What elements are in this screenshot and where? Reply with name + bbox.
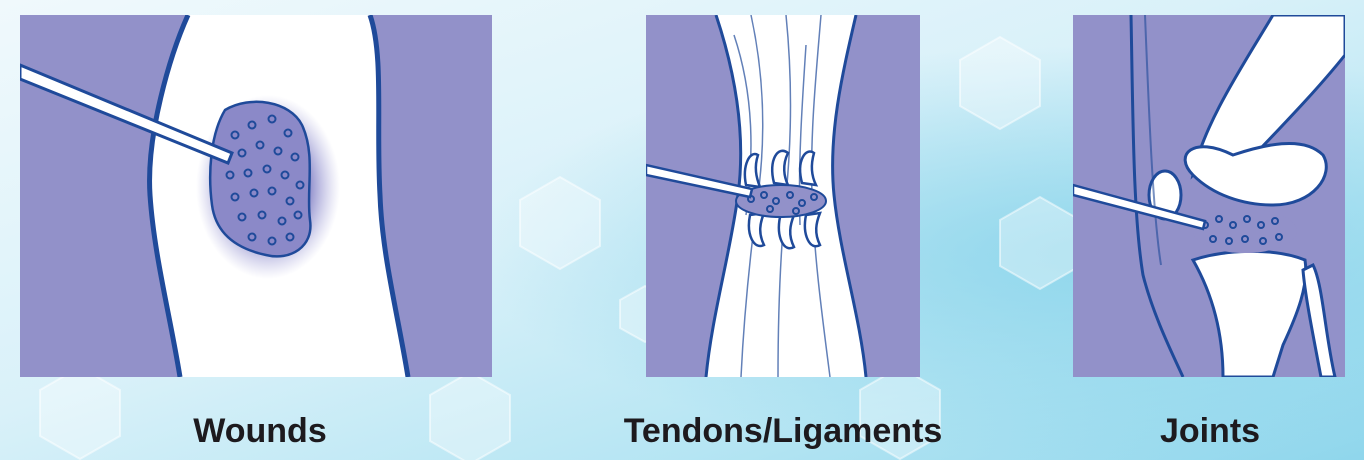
tendons-illustration-panel [646,15,920,377]
wounds-illustration-panel [20,15,492,377]
caption-tendons-ligaments: Tendons/Ligaments [600,407,966,455]
tendon-injection-illustration [646,15,920,377]
joints-illustration-panel [1073,15,1345,377]
knee-joint-injection-illustration [1073,15,1345,377]
caption-joints: Joints [1080,407,1340,455]
wound-injection-illustration [20,15,492,377]
caption-wounds: Wounds [120,407,400,455]
